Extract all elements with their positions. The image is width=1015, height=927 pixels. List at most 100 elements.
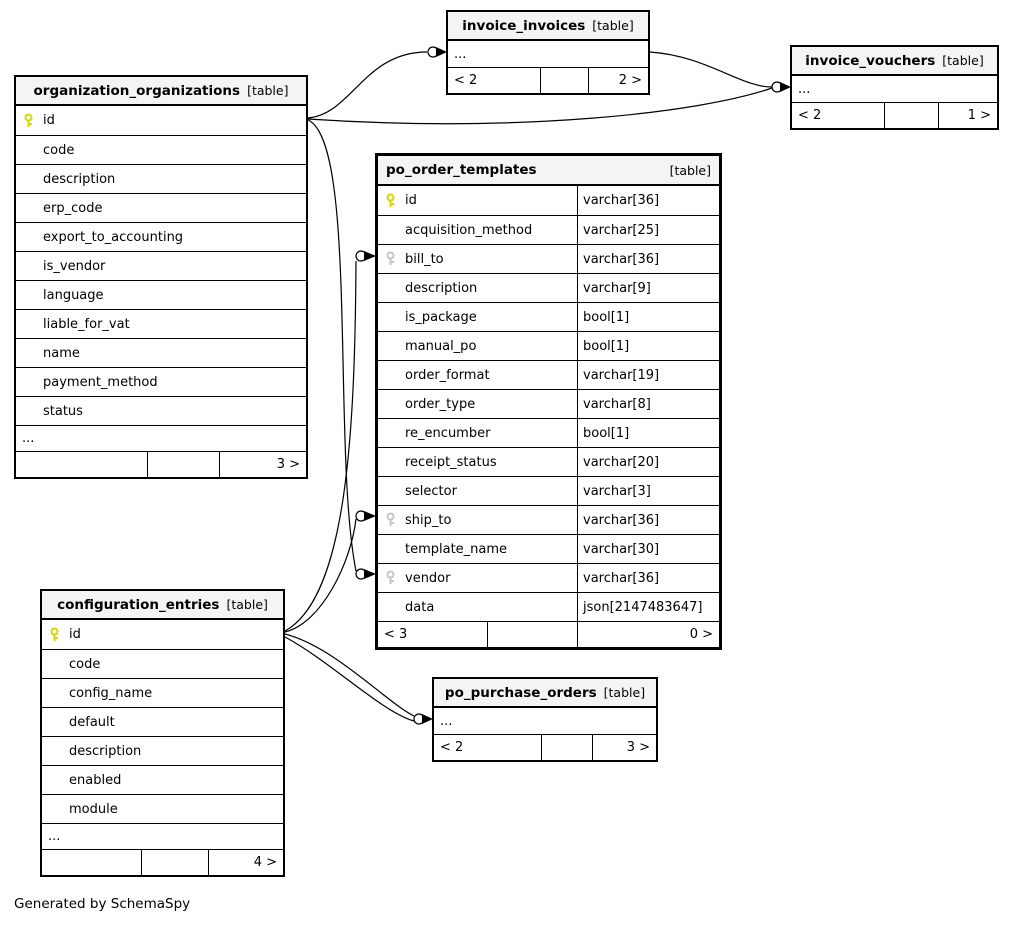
column-name: order_format [405, 367, 490, 383]
key-spacer [16, 223, 43, 251]
table-title[interactable]: invoice_vouchers [805, 52, 936, 69]
column-name: order_type [405, 396, 476, 412]
column-name: bill_to [405, 251, 444, 267]
table-tag: [table] [226, 597, 268, 612]
column-name: enabled [69, 772, 122, 788]
column-name: status [43, 403, 83, 419]
ellipsis-label: ... [440, 713, 453, 729]
column-name: code [43, 142, 75, 158]
key-spacer [16, 136, 43, 164]
table-header[interactable]: invoice_invoices [table] [448, 12, 648, 41]
edge-org-to-invoice-invoices [307, 51, 428, 119]
column-name: vendor [405, 570, 451, 586]
column-row-id: id [42, 620, 283, 649]
arrow-invoice-invoices [436, 47, 447, 57]
column-row-export_to_accounting: export_to_accounting [16, 222, 306, 251]
footer-right: 3 > [219, 452, 306, 477]
edge-config-to-bill-to [284, 260, 357, 632]
key-spacer [378, 535, 405, 563]
table-title[interactable]: po_order_templates [386, 162, 537, 178]
table-title[interactable]: configuration_entries [57, 596, 220, 613]
footer-left: < 2 [440, 740, 464, 755]
foreign-key-icon [378, 564, 405, 592]
column-name: liable_for_vat [43, 316, 130, 332]
column-type: bool[1] [577, 303, 719, 331]
column-row-description: description [16, 164, 306, 193]
column-name: is_vendor [43, 258, 106, 274]
column-type: varchar[19] [577, 361, 719, 389]
column-name: manual_po [405, 338, 477, 354]
column-row-erp_code: erp_code [16, 193, 306, 222]
table-title[interactable]: organization_organizations [33, 82, 241, 99]
primary-key-icon [16, 106, 43, 135]
column-row-payment_method: payment_method [16, 367, 306, 396]
column-type: varchar[36] [577, 564, 719, 592]
table-footer: < 3 0 > [378, 621, 719, 647]
foreign-key-icon [378, 506, 405, 534]
ellipsis-row: ... [792, 76, 997, 102]
footer-mid [140, 850, 208, 875]
arrow-ship-to [364, 511, 376, 521]
arrow-vendor [364, 569, 376, 579]
table-footer: < 2 1 > [792, 102, 997, 128]
column-name: id [69, 627, 81, 642]
table-tag: [table] [603, 685, 646, 700]
key-spacer [378, 216, 405, 244]
column-type: varchar[9] [577, 274, 719, 302]
key-spacer [42, 650, 69, 678]
table-header[interactable]: po_order_templates [table] [378, 156, 719, 186]
key-spacer [378, 332, 405, 360]
column-rows: ... [434, 708, 656, 734]
ellipsis-row: ... [42, 823, 283, 849]
arrow-purchase-orders [422, 714, 433, 724]
arrow-invoice-vouchers [780, 82, 791, 92]
foreign-key-icon [378, 245, 405, 273]
edge-config-to-purchase-orders-2 [284, 636, 415, 722]
column-name: export_to_accounting [43, 229, 184, 245]
edge-config-to-purchase-orders-1 [284, 633, 415, 717]
footer-mid [884, 103, 937, 128]
column-name: selector [405, 483, 457, 499]
key-spacer [42, 795, 69, 823]
footer-right: 2 > [588, 68, 648, 93]
edge-invoices-to-vouchers [649, 51, 773, 88]
column-type: bool[1] [577, 332, 719, 360]
footer-right: 4 > [208, 850, 283, 875]
footer-mid [487, 622, 577, 647]
key-spacer [42, 737, 69, 765]
table-title[interactable]: invoice_invoices [462, 17, 586, 34]
table-header[interactable]: invoice_vouchers [table] [792, 47, 997, 76]
primary-key-icon [378, 186, 405, 215]
table-header[interactable]: configuration_entries [table] [42, 591, 283, 620]
column-name: erp_code [43, 200, 103, 216]
table-po_purchase_orders: po_purchase_orders [table] ... < 2 3 > [432, 677, 658, 762]
column-name: language [43, 287, 104, 303]
column-name: data [405, 599, 435, 615]
key-spacer [378, 477, 405, 505]
column-row-manual_po: manual_po bool[1] [378, 331, 719, 360]
footer-left: < 2 [454, 73, 478, 88]
table-header[interactable]: organization_organizations [table] [16, 77, 306, 106]
key-spacer [16, 165, 43, 193]
key-spacer [16, 194, 43, 222]
column-name: name [43, 345, 80, 361]
column-name: description [69, 743, 142, 759]
key-spacer [378, 419, 405, 447]
key-spacer [378, 361, 405, 389]
table-title[interactable]: po_purchase_orders [444, 684, 597, 701]
column-name: template_name [405, 541, 508, 557]
ellipsis-row: ... [16, 425, 306, 451]
key-spacer [16, 281, 43, 309]
arrow-bill-to [364, 251, 376, 261]
table-header[interactable]: po_purchase_orders [table] [434, 679, 656, 708]
footer-left: < 3 [384, 627, 408, 642]
column-name: payment_method [43, 374, 158, 390]
key-spacer [378, 274, 405, 302]
